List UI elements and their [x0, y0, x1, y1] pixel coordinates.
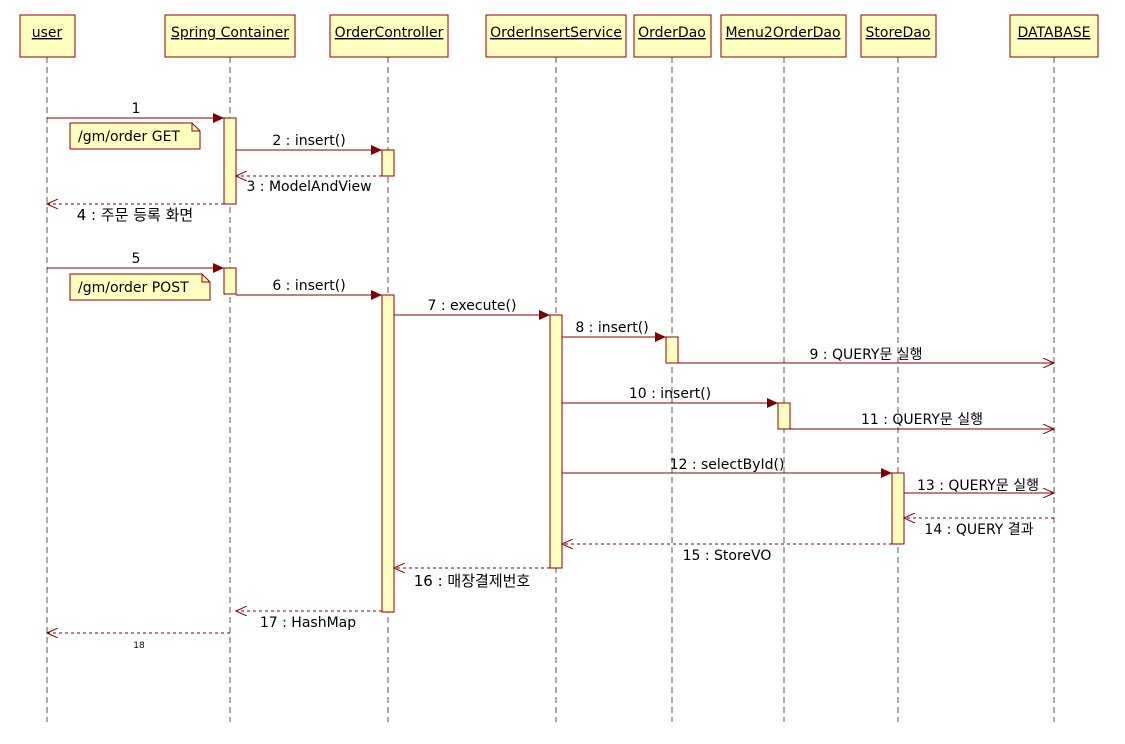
activation-controller-post [381, 294, 395, 613]
participant-database: DATABASE [1009, 14, 1099, 58]
participant-order-controller: OrderController [329, 14, 449, 58]
message-label: 8 : insert() [575, 320, 648, 336]
messages: 1 2 : insert() 3 : ModelAndView 4 : 주문 등… [47, 101, 1054, 651]
message-label: 18 [133, 641, 145, 651]
participant-label: Menu2OrderDao [725, 25, 840, 41]
message-label: 2 : insert() [272, 133, 345, 149]
message-label: 12 : selectById() [670, 457, 785, 473]
participant-label: user [32, 25, 63, 41]
message-label: 1 [132, 101, 141, 117]
participant-label: OrderController [335, 25, 444, 41]
message-8: 8 : insert() [562, 320, 666, 342]
note-post: /gm/order POST [69, 273, 211, 301]
participant-menu2order-dao: Menu2OrderDao [720, 14, 847, 58]
message-label: 9 : QUERY문 실행 [809, 347, 922, 363]
message-17: 17 : HashMap [236, 611, 382, 631]
message-5: 5 [47, 251, 224, 273]
participant-label: DATABASE [1018, 25, 1091, 41]
message-6: 6 : insert() [236, 278, 382, 300]
message-16: 16 : 매장결제번호 [394, 568, 550, 590]
activations [223, 117, 905, 613]
message-12: 12 : selectById() [562, 457, 892, 478]
message-label: 3 : ModelAndView [246, 179, 371, 195]
participant-spring-container: Spring Container [164, 14, 296, 58]
message-2: 2 : insert() [236, 133, 382, 155]
message-14: 14 : QUERY 결과 [904, 518, 1054, 538]
activation-orderdao [665, 336, 679, 364]
message-15: 15 : StoreVO [562, 544, 892, 564]
participant-label: StoreDao [866, 25, 931, 41]
participants: user Spring Container OrderController Or… [19, 14, 1099, 58]
activation-spring-get [223, 117, 237, 205]
message-13: 13 : QUERY문 실행 [904, 478, 1054, 494]
activation-service [549, 314, 563, 569]
message-9: 9 : QUERY문 실행 [678, 347, 1054, 363]
message-label: 14 : QUERY 결과 [924, 522, 1033, 538]
message-label: 10 : insert() [629, 386, 711, 402]
message-label: 13 : QUERY문 실행 [917, 478, 1039, 494]
message-10: 10 : insert() [562, 386, 778, 408]
participant-user: user [19, 14, 76, 58]
message-3: 3 : ModelAndView [236, 176, 382, 195]
message-7: 7 : execute() [394, 298, 550, 320]
message-1: 1 [47, 101, 224, 123]
message-label: 6 : insert() [272, 278, 345, 294]
activation-menu2orderdao [777, 402, 791, 430]
message-label: 5 [132, 251, 141, 267]
participant-label: OrderInsertService [490, 25, 622, 41]
participant-order-insert-service: OrderInsertService [485, 14, 627, 58]
message-11: 11 : QUERY문 실행 [790, 412, 1054, 429]
message-4: 4 : 주문 등록 화면 [47, 204, 224, 224]
participant-label: Spring Container [171, 25, 289, 41]
message-label: 4 : 주문 등록 화면 [77, 206, 193, 224]
message-label: 7 : execute() [428, 298, 517, 314]
message-label: 15 : StoreVO [683, 548, 772, 564]
message-label: 11 : QUERY문 실행 [861, 412, 983, 428]
message-label: 17 : HashMap [260, 615, 356, 631]
note-text: /gm/order POST [78, 280, 189, 296]
activation-storedao [891, 472, 905, 545]
participant-order-dao: OrderDao [633, 14, 712, 58]
note-text: /gm/order GET [78, 129, 180, 145]
participant-label: OrderDao [638, 25, 706, 41]
activation-spring-post [223, 267, 237, 295]
message-label: 16 : 매장결제번호 [414, 572, 531, 590]
participant-store-dao: StoreDao [860, 14, 937, 58]
activation-controller-get [381, 149, 395, 177]
note-get: /gm/order GET [69, 122, 201, 150]
message-18: 18 [47, 633, 230, 651]
